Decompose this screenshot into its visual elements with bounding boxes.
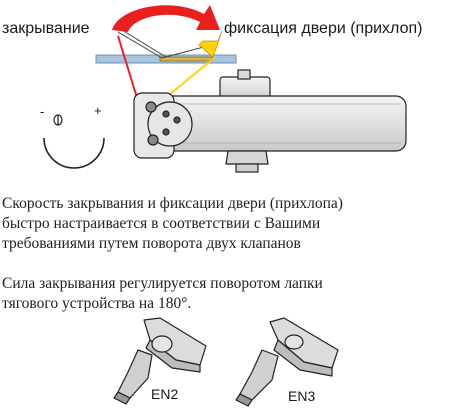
closing-label: закрывание: [2, 20, 90, 37]
text-line: требованиями путем поворота двух клапано…: [2, 235, 301, 252]
closer-body: [133, 69, 407, 173]
speed-adjustment-text: Скорость закрывания и фиксации двери (пр…: [2, 194, 343, 254]
closing-valve: [147, 134, 159, 146]
adjustment-dial-icon: [43, 114, 105, 169]
plus-sign: +: [94, 103, 102, 118]
closing-arc-arrow: [112, 5, 220, 32]
text-line: тягового устройства на 180°.: [2, 295, 192, 312]
force-adjustment-text: Сила закрывания регулируется поворотом л…: [2, 274, 323, 314]
en3-label: EN3: [288, 388, 316, 404]
text-line: быстро настраивается в соответствии с Ва…: [2, 215, 321, 232]
latching-arrow-head: [198, 30, 223, 58]
latch-valve: [145, 101, 157, 113]
en3-lever-illustration: [235, 317, 339, 407]
en2-label: EN2: [151, 386, 179, 402]
text-line: Сила закрывания регулируется поворотом л…: [2, 275, 323, 292]
door-leaf: [159, 56, 213, 62]
text-line: Скорость закрывания и фиксации двери (пр…: [2, 195, 343, 212]
minus-sign: -: [40, 104, 45, 119]
latching-label: фиксация двери (прихлоп): [224, 20, 423, 37]
en2-lever-illustration: [113, 317, 207, 405]
